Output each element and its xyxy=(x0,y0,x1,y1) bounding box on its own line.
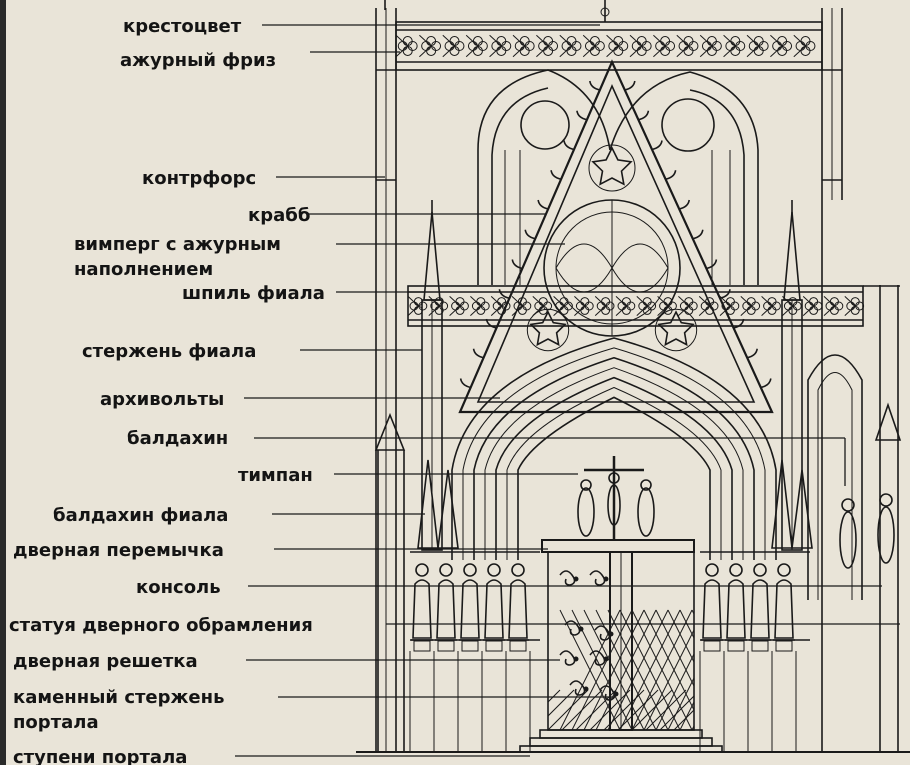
label-azhurny-friz: ажурный фриз xyxy=(120,50,276,71)
label-krabb: крабб xyxy=(248,205,310,226)
label-timpan: тимпан xyxy=(238,465,313,486)
label-kontrfors: контрфорс xyxy=(142,168,256,189)
page-edge xyxy=(0,0,6,765)
label-konsol: консоль xyxy=(136,577,221,598)
jamb-arcades xyxy=(410,551,810,641)
label-statuya: статуя дверного обрамления xyxy=(9,615,313,636)
label-kamenny-1: каменный стержень xyxy=(13,687,224,708)
upper-windows xyxy=(477,69,759,285)
openwork-frieze-top xyxy=(395,21,823,71)
pinnacle-left xyxy=(417,200,459,551)
top-finials xyxy=(384,0,610,22)
label-arkhivolty: архивольты xyxy=(100,389,224,410)
label-vimperg-1: вимперг с ажурным xyxy=(74,234,281,255)
label-krestotsvet: крестоцвет xyxy=(123,16,242,37)
label-kamenny-2: портала xyxy=(13,712,99,733)
label-baldakhin-fiala: балдахин фиала xyxy=(53,505,228,526)
crockets xyxy=(459,80,772,389)
tympanum xyxy=(577,456,655,540)
label-vimperg-2: наполнением xyxy=(74,259,213,280)
archivolts xyxy=(451,337,777,560)
portal-drawing xyxy=(356,0,910,753)
label-baldakhin: балдахин xyxy=(127,428,228,449)
side-niche-right xyxy=(807,354,895,600)
door-grille xyxy=(548,609,694,730)
label-dvernaya-peremychka: дверная перемычка xyxy=(13,540,224,561)
buttress-left xyxy=(374,8,406,752)
labels: крестоцвет ажурный фриз контрфорс крабб … xyxy=(9,16,900,765)
label-dvernaya-reshetka: дверная решетка xyxy=(13,651,198,672)
door-grille-ornament xyxy=(559,570,619,701)
label-shpil-fiala: шпиль фиала xyxy=(182,283,325,304)
gable-star-tracery xyxy=(526,144,698,352)
pinnacle-right xyxy=(771,200,813,551)
label-stupeni: ступени портала xyxy=(13,747,187,765)
openwork-frieze-middle xyxy=(407,285,900,327)
label-sterzhen-fiala: стержень фиала xyxy=(82,341,256,362)
